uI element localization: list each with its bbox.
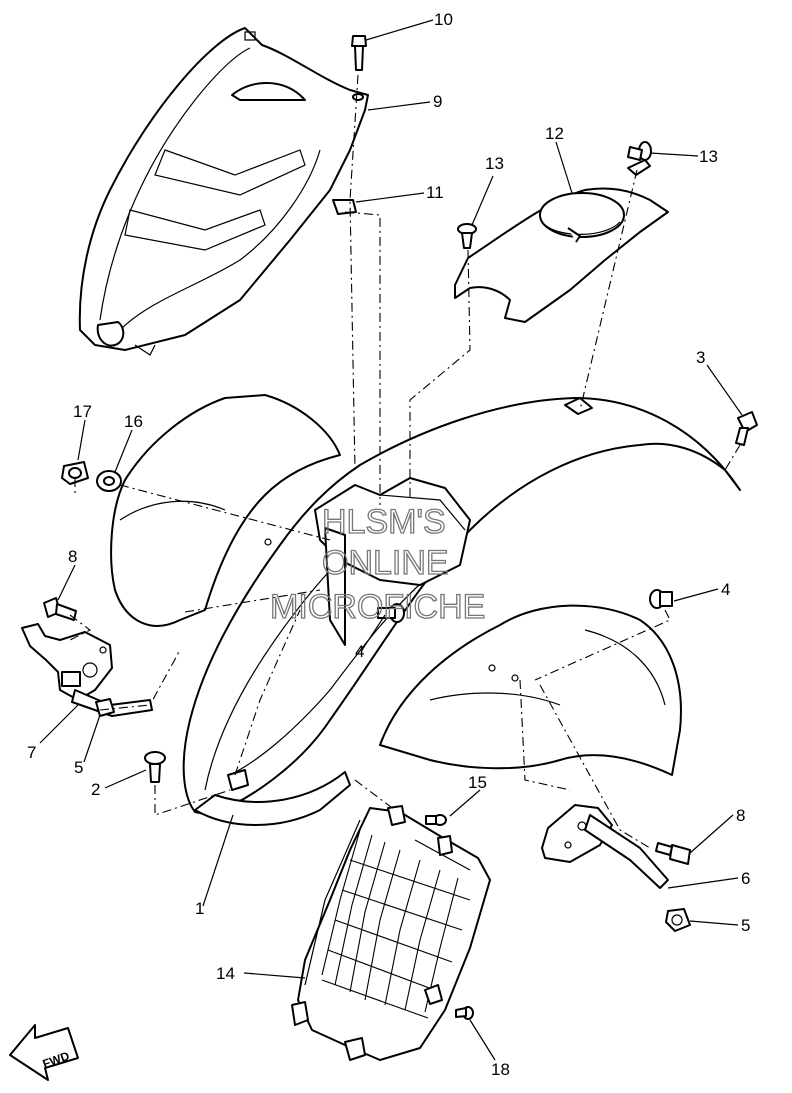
- callout-12: 12: [545, 124, 564, 143]
- part-2-bolt[interactable]: [144, 751, 166, 783]
- part-6-bracket-right[interactable]: [541, 804, 669, 889]
- callout-13-right: 13: [699, 147, 718, 166]
- callout-4-right: 4: [721, 580, 730, 599]
- watermark-line-3: MICROFICHE: [270, 588, 485, 626]
- part-5-nut-left[interactable]: [95, 698, 115, 717]
- callout-9: 9: [433, 92, 442, 111]
- part-1-front-fender[interactable]: [110, 394, 741, 826]
- part-8-bolt-right[interactable]: [655, 842, 691, 865]
- callout-7: 7: [27, 743, 36, 762]
- part-17-nut[interactable]: [61, 461, 89, 485]
- callout-16: 16: [124, 412, 143, 431]
- part-8-bolt-left[interactable]: [43, 597, 77, 621]
- part-9-headlight-cover[interactable]: [78, 27, 369, 356]
- part-7-bracket-left[interactable]: [21, 623, 153, 717]
- callout-17: 17: [73, 402, 92, 421]
- part-5-nut-right[interactable]: [665, 908, 691, 932]
- callout-10: 10: [434, 10, 453, 29]
- assembly-lines: [69, 74, 741, 849]
- part-18-screw[interactable]: [455, 1006, 474, 1020]
- callout-18: 18: [491, 1060, 510, 1079]
- part-12-center-panel[interactable]: [454, 159, 669, 323]
- part-4-bolt-center[interactable]: [377, 603, 405, 623]
- callout-8-left: 8: [68, 547, 77, 566]
- callout-5-right: 5: [741, 916, 750, 935]
- part-3-bolt[interactable]: [735, 411, 758, 446]
- fwd-arrow-icon: FWD: [9, 1024, 79, 1081]
- part-4-bolt-right[interactable]: [649, 589, 673, 609]
- callout-5-left: 5: [74, 758, 83, 777]
- part-13-rivet-right[interactable]: [627, 141, 652, 161]
- watermark-line-2: ONLINE: [322, 544, 449, 582]
- callout-6: 6: [741, 869, 750, 888]
- callout-15: 15: [468, 773, 487, 792]
- part-16-washer[interactable]: [96, 470, 122, 492]
- callout-8-right: 8: [736, 806, 745, 825]
- callout-labels: 10 9 11 12 13 13 3 16 17 8 4 4 7 5 2 15 …: [27, 10, 750, 1079]
- callout-14: 14: [216, 964, 235, 983]
- callout-2: 2: [91, 780, 100, 799]
- callout-4-center: 4: [355, 642, 364, 661]
- watermark: HLSM'S ONLINE MICROFICHE: [269, 502, 486, 626]
- part-10-bolt[interactable]: [351, 35, 367, 101]
- callout-3: 3: [696, 348, 705, 367]
- leader-lines: [39, 19, 743, 1061]
- callout-1: 1: [195, 899, 204, 918]
- callout-11: 11: [426, 183, 444, 202]
- watermark-line-1: HLSM'S: [322, 503, 446, 541]
- part-15-screw[interactable]: [425, 814, 447, 826]
- part-11-clip-nut[interactable]: [332, 199, 357, 215]
- part-14-grille-panel[interactable]: [291, 805, 491, 1061]
- callout-13-left: 13: [485, 154, 504, 173]
- part-13-rivet-left[interactable]: [457, 223, 477, 249]
